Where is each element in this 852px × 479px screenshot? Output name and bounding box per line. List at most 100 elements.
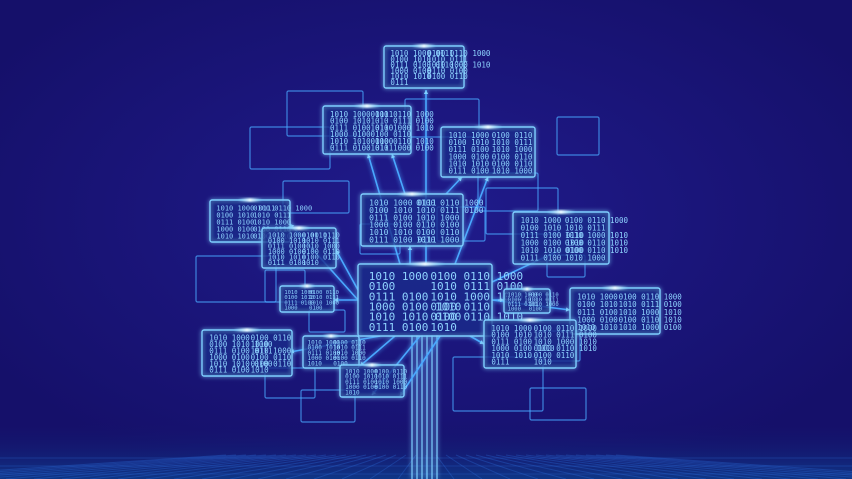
binary-text: 1000 0100 [268,248,306,256]
binary-text: 0100 0110 [333,355,366,362]
binary-text: 1010 [251,366,270,375]
branch-line [391,153,406,195]
binary-text: 1010 1000 [492,145,533,154]
binary-text: 0100 1010 [216,212,254,220]
binary-text: 1010 [251,340,270,349]
binary-text: 1010 1000 0111 [390,49,453,58]
binary-text: 1010 0111 [375,374,408,381]
binary-text: 0100 1010 [330,117,371,126]
floor-grid-line [525,454,707,479]
floor-grid-line [89,454,307,479]
binary-text: 0100 0110 1010 [565,246,629,255]
floor-grid-line [0,454,247,474]
binary-text: 1000 0100 [577,315,618,324]
binary-text: 0100 1010 [369,206,413,215]
binary-text: 0100 1010 [307,345,340,352]
binary-text: 1010 1000 [251,346,292,355]
binary-text: 1010 1000 [333,350,366,357]
floor-grid-line [485,454,595,479]
binary-text: 0100 0110 [529,293,559,299]
outline-box [300,389,356,423]
binary-text: 1010 1000 1010 [430,290,523,303]
panel-highlight [516,318,544,322]
floor-grid-line [201,454,347,479]
binary-text: 0111 0100 [369,213,413,222]
binary-text: 0100 0110 1000 [427,49,491,58]
binary-text: 0111 0100 0111 [369,235,437,244]
binary-text: 1010 1010 [216,233,254,241]
binary-text: 0111 0100 [216,219,254,227]
floor-grid-line [145,454,327,479]
binary-text: 1010 1000 [369,270,429,283]
binary-text: 0100 0110 [251,334,292,343]
binary-text: 0100 [309,305,322,311]
binary-text: 1010 1000 0100 [619,323,683,332]
binary-text: 1010 1000 0111 [330,110,393,119]
binary-text: 1010 1000 [508,293,538,299]
binary-text: 0100 [333,360,348,367]
binary-text: 1010 1000 [284,290,314,296]
binary-text: 0100 0110 1000 [565,216,629,225]
branch-arrowhead [336,250,340,255]
binary-text: 1010 1010 [369,228,413,237]
binary-text: 1010 0111 [309,295,339,301]
floor-grid-line [475,454,567,479]
binary-text: 1010 1000 [345,369,378,376]
binary-text: 0100 0110 [251,359,292,368]
panel-highlight [404,262,446,266]
binary-text: 0100 0110 1010 [371,137,435,146]
binary-text: 1010 1010 0100 [330,137,394,146]
binary-text: 0100 0110 [492,131,533,140]
binary-text: 1000 0100 [369,221,413,230]
branch-line [399,335,441,397]
binary-text: 1000 [508,307,521,313]
binary-text: 1010 1000 [307,340,340,347]
binary-text: 0100 0110 1000 [416,199,484,208]
binary-text: 0100 0110 [375,384,408,391]
panel-highlight [412,44,436,48]
binary-text: 1010 0111 [565,224,606,233]
binary-text: 1010 1000 1010 [619,308,683,317]
floor-grid-line [465,454,539,479]
binary-text: 1010 1000 [253,219,291,227]
binary-text: 1000 [284,305,297,311]
floor-grid-line [285,454,377,479]
binary-text: 1010 1010 [491,351,532,360]
binary-text: 0100 0110 [375,369,408,376]
binary-text: 0100 0110 [430,301,490,314]
binary-text: 0100 0110 [251,353,292,362]
binary-text: 0111 0100 [491,337,532,346]
panel-highlight [601,286,629,290]
binary-text: 0111 0100 [307,350,340,357]
binary-text: 1000 0100 1010 [491,344,555,353]
floor-grid-line [0,454,267,478]
binary-text: 0100 1010 [577,300,618,309]
binary-text: 1010 [534,358,553,367]
floor-grid-line [33,454,287,479]
floor-grid-line [257,454,367,479]
binary-text: 0111 0100 [284,300,314,306]
binary-text: 0100 0110 1000 [371,110,435,119]
binary-text: 1010 0111 [427,55,468,64]
binary-text: 0111 [390,78,408,87]
binary-text: 1000 0100 [390,66,431,75]
binary-text: 0111 0100 [449,166,490,175]
binary-text: 0100 1010 1000 [209,340,273,349]
binary-text: 1000 0100 [307,355,340,362]
panel-highlight [238,198,262,202]
binary-text: 1010 0111 0100 [619,300,683,309]
binary-text: 1010 [307,360,322,367]
binary-text: 0111 0100 [521,253,562,262]
binary-text: 0100 0110 1000 [253,205,312,213]
binary-text: 0111 0100 [508,302,538,308]
floor-grid-line [505,454,651,479]
binary-text: 1010 1010 0100 [369,311,462,324]
